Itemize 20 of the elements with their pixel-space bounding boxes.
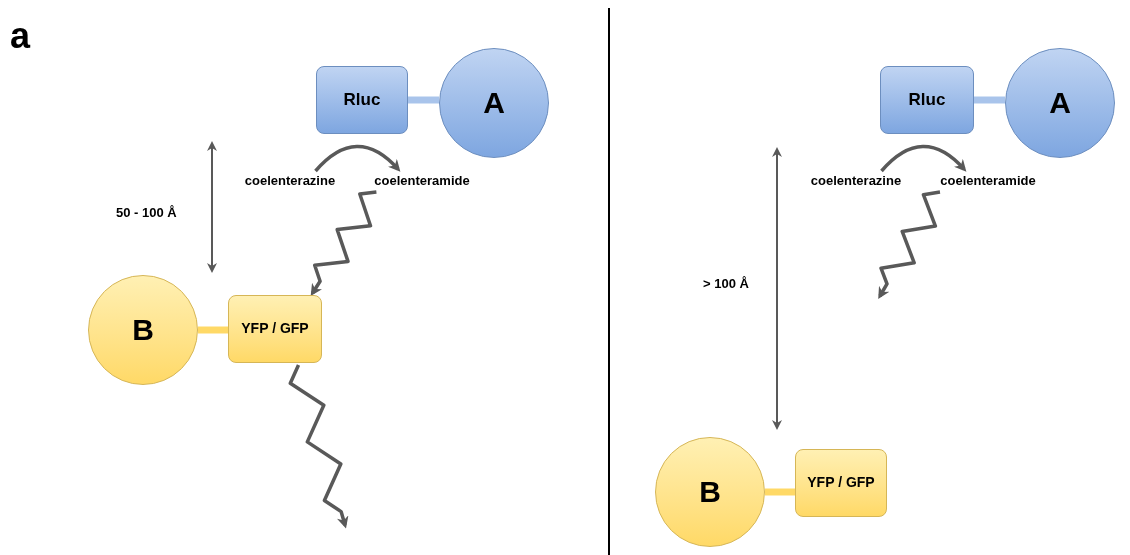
substrate-label: coelenterazine	[232, 172, 348, 190]
substrate-label: coelenteramide	[928, 172, 1048, 190]
substrate-label: coelenteramide	[362, 172, 482, 190]
protein-box: YFP / GFP	[795, 449, 887, 517]
wavy-arrow	[878, 190, 941, 300]
curved-arrow	[880, 144, 967, 173]
wavy-arrow	[310, 190, 377, 296]
substrate-label: coelenterazine	[798, 172, 914, 190]
linker-line	[765, 488, 795, 496]
curved-arrow	[314, 144, 401, 173]
protein-box: YFP / GFP	[228, 295, 322, 363]
linker-line	[974, 96, 1005, 104]
distance-label: 50 - 100 Å	[116, 206, 177, 219]
panel-letter: a	[10, 18, 31, 54]
linker-line	[198, 326, 228, 334]
protein-box: Rluc	[880, 66, 974, 134]
linker-line	[408, 96, 439, 104]
protein-box: Rluc	[316, 66, 408, 134]
distance-label: > 100 Å	[703, 277, 749, 290]
wavy-arrow	[288, 364, 349, 529]
